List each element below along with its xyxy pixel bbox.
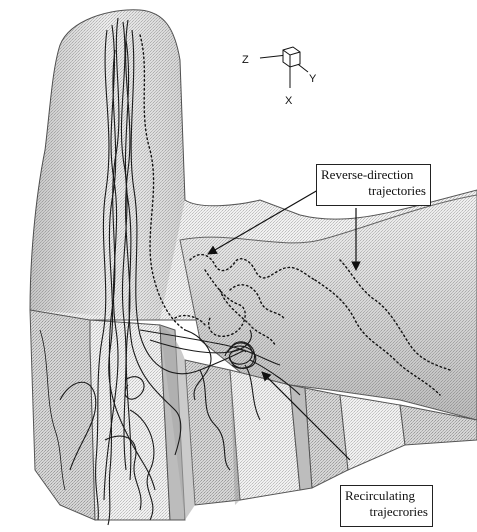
axis-label-y: Y [309,73,317,85]
callout-recirculating-line1: Recirculating [345,488,428,504]
vessel-left-outlet [30,310,95,520]
callout-reverse-line2: trajectories [321,183,426,199]
callout-reverse-line1: Reverse-direction [321,167,426,183]
axis-label-z: Z [242,54,249,66]
callout-reverse-direction: Reverse-direction trajectories [316,164,431,206]
axis-triad [260,47,308,88]
axis-label-x: X [285,95,293,107]
callout-recirculating-line2: trajecrories [345,504,428,520]
callout-recirculating: Recirculating trajecrories [340,485,433,527]
